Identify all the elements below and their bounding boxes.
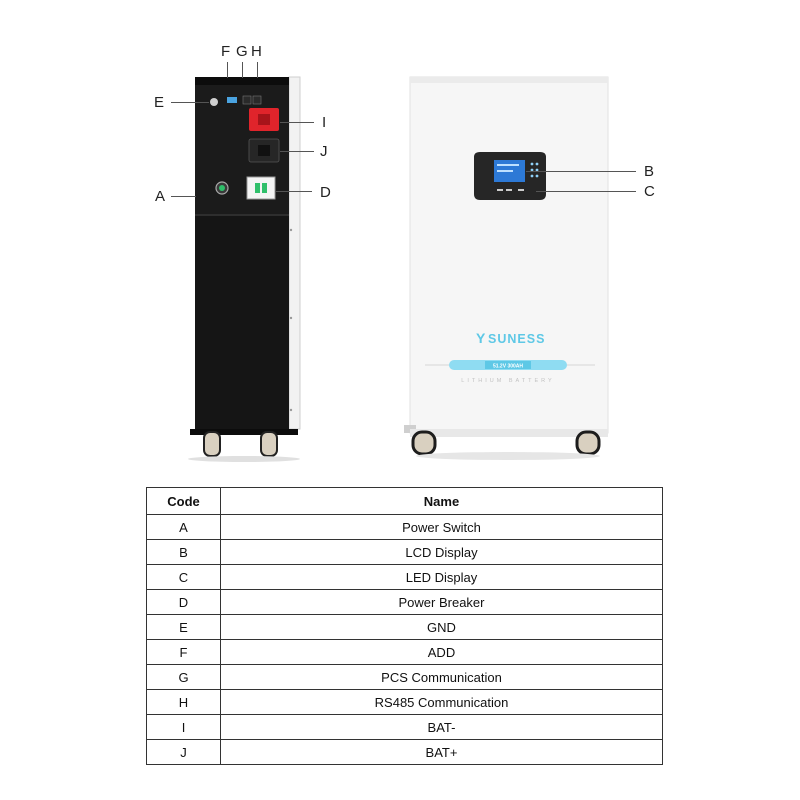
callout-c: C [644, 183, 655, 200]
pcs-port [242, 95, 252, 105]
header-code: Code [146, 487, 221, 515]
wheel-right [260, 431, 278, 457]
row-name: GND [220, 614, 663, 640]
row-name: RS485 Communication [220, 689, 663, 715]
add-dip-switch [227, 97, 237, 103]
subtitle: LITHIUM BATTERY [461, 378, 554, 384]
row-code: E [146, 614, 221, 640]
callout-b: B [644, 163, 655, 180]
row-code: H [146, 689, 221, 715]
wheel-left [411, 430, 437, 456]
row-name: LCD Display [220, 539, 663, 565]
row-code: J [146, 739, 221, 765]
row-code: F [146, 639, 221, 665]
callout-g: G [236, 43, 248, 60]
callout-line-i [280, 122, 314, 123]
callout-line-a [171, 196, 196, 197]
row-code: I [146, 714, 221, 740]
callout-d: D [320, 184, 331, 201]
callout-j: J [320, 143, 328, 160]
rating-label: 51.2V 300AH [493, 364, 523, 370]
row-name: PCS Communication [220, 664, 663, 690]
brand-logo-mark: Y [476, 330, 486, 346]
row-code: A [146, 514, 221, 540]
callout-a: A [155, 188, 166, 205]
callout-i: I [322, 114, 327, 131]
row-name: Power Switch [220, 514, 663, 540]
callout-f: F [221, 43, 231, 60]
brand-name: SUNESS [488, 332, 545, 346]
callout-h: H [251, 43, 262, 60]
wheel-left [203, 431, 221, 457]
callout-line-g [242, 62, 243, 78]
callout-line-h [257, 62, 258, 78]
row-name: BAT- [220, 714, 663, 740]
battery-side-view [188, 76, 301, 462]
table-header-row: Code Name [146, 487, 663, 515]
row-code: B [146, 539, 221, 565]
gnd-terminal [210, 98, 218, 106]
row-code: C [146, 564, 221, 590]
header-name: Name [220, 487, 663, 515]
callout-line-e [171, 102, 209, 103]
callout-line-b [526, 171, 636, 172]
row-name: LED Display [220, 564, 663, 590]
row-code: G [146, 664, 221, 690]
callout-line-c [536, 191, 636, 192]
wheel-right [575, 430, 601, 456]
callout-e: E [154, 94, 165, 111]
row-code: D [146, 589, 221, 615]
battery-front-view: Y SUNESS 51.2V 300AH LITHIUM BATTERY [404, 76, 609, 460]
callout-line-f [227, 62, 228, 78]
rs485-port [252, 95, 262, 105]
led-indicators [530, 162, 539, 178]
row-name: ADD [220, 639, 663, 665]
row-name: Power Breaker [220, 589, 663, 615]
callout-line-d [276, 191, 312, 192]
row-name: BAT+ [220, 739, 663, 765]
callout-line-j [280, 151, 314, 152]
power-breaker [246, 176, 276, 200]
